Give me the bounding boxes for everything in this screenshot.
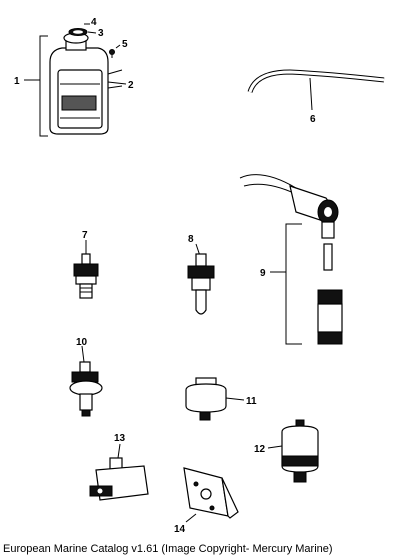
callout-10: 10	[76, 337, 88, 348]
callout-13: 13	[114, 433, 126, 444]
switch-11	[185, 377, 245, 421]
reservoir-assembly	[24, 23, 127, 137]
callout-14: 14	[174, 524, 186, 535]
copyright-caption: European Marine Catalog v1.61 (Image Cop…	[3, 543, 333, 555]
sender-10	[69, 345, 103, 417]
block-13	[89, 443, 149, 501]
sender-8	[187, 243, 215, 315]
callout-9: 9	[260, 268, 266, 279]
callout-11: 11	[246, 396, 257, 407]
callout-4: 4	[91, 17, 97, 28]
callout-2: 2	[128, 80, 134, 91]
plate-bracket-14	[183, 467, 239, 523]
callout-8: 8	[188, 234, 194, 245]
callout-5: 5	[122, 39, 128, 50]
sensor-assembly-9	[239, 174, 343, 345]
callout-7: 7	[82, 230, 88, 241]
callout-12: 12	[254, 444, 266, 455]
callout-6: 6	[310, 114, 316, 125]
filter-12	[267, 419, 319, 483]
parts-diagram: 1 2 3 4 5 6 7 8 9 10 11 12 13 14	[14, 17, 385, 535]
hose	[247, 69, 385, 111]
callout-1: 1	[14, 76, 20, 87]
sender-7	[73, 240, 99, 299]
callout-3: 3	[98, 28, 104, 39]
